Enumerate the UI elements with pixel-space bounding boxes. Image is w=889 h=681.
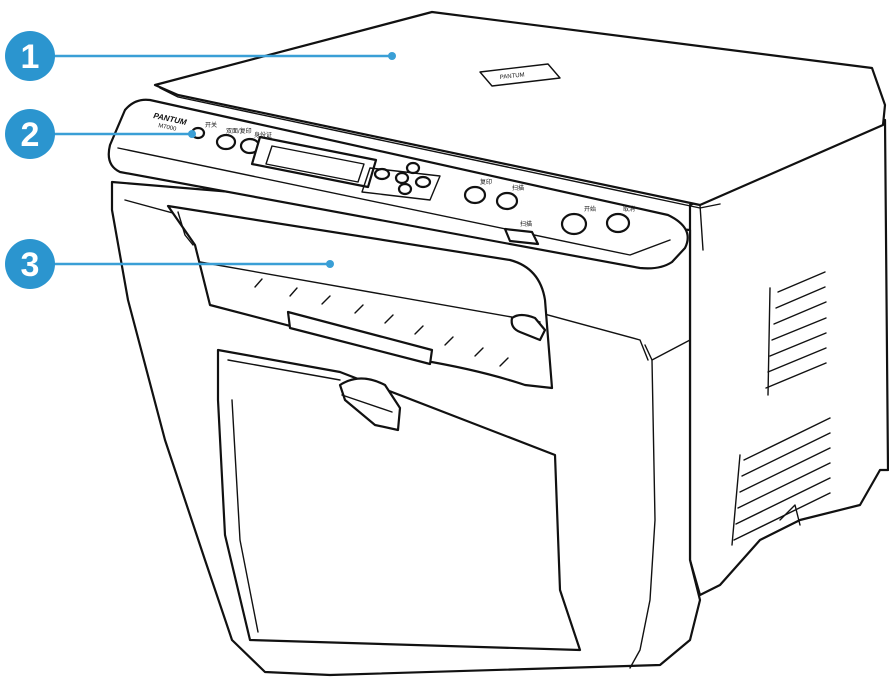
callout-2-dot: [188, 130, 196, 138]
scan-label: 扫描: [512, 184, 524, 192]
lcd-screen: [265, 145, 365, 183]
duplex-copy-button[interactable]: [215, 133, 237, 151]
output-tray-extender[interactable]: [286, 310, 434, 366]
tray-ribs: [254, 278, 509, 367]
callout-1-dot: [388, 52, 396, 60]
scan-lid-label: 扫描: [520, 220, 532, 228]
paper-tray-door[interactable]: [216, 348, 582, 652]
power-label: 开关: [205, 121, 217, 129]
callout-2: 2: [5, 109, 196, 159]
lid-logo-badge: PANTUM: [479, 63, 561, 87]
nav-cluster: [361, 161, 441, 201]
paper-tray-handle-grip: [341, 394, 393, 413]
duplex-copy-label: 双面/复印: [226, 127, 252, 135]
lcd-bezel: [250, 135, 378, 189]
output-tray-lip: [177, 211, 194, 246]
callout-3-dot: [326, 260, 334, 268]
paper-tray-door-side: [231, 399, 259, 633]
ok-button[interactable]: [394, 171, 410, 185]
panel-model: M7000: [158, 123, 178, 133]
callout-3-badge: [5, 239, 55, 289]
lid-logo-text: PANTUM: [500, 72, 525, 81]
lid-side-edge: [699, 204, 704, 251]
scanner-lid: [153, 10, 887, 207]
callout-3: 3: [5, 239, 334, 289]
front-corner-edge: [629, 344, 656, 669]
copy-button[interactable]: [463, 185, 487, 205]
lid-front-edge: [159, 87, 721, 209]
callout-1-badge: [5, 31, 55, 81]
paper-tray-door-inner: [227, 359, 341, 381]
callout-2-number: 2: [21, 116, 40, 154]
start-label: 开始: [584, 205, 596, 213]
scanner-lid-tab[interactable]: [503, 227, 540, 246]
output-tray-stopper[interactable]: [510, 313, 547, 342]
scan-button[interactable]: [495, 191, 519, 211]
control-panel-edge: [117, 147, 671, 256]
side-vents-lower: [731, 417, 831, 546]
front-side-seam: [651, 339, 691, 361]
cancel-button[interactable]: [605, 212, 631, 234]
callout-1: 1: [5, 31, 396, 81]
start-button[interactable]: [560, 212, 588, 236]
callout-3-number: 3: [21, 246, 40, 284]
menu-button[interactable]: [373, 167, 391, 181]
callout-1-number: 1: [21, 38, 40, 76]
side-vents-upper: [765, 271, 827, 396]
copy-label: 复印: [480, 178, 492, 186]
output-tray-back-edge: [199, 261, 541, 323]
up-arrow-button[interactable]: [405, 161, 421, 175]
back-button[interactable]: [414, 175, 432, 189]
callout-2-badge: [5, 109, 55, 159]
id-card-label: 身份证: [254, 131, 272, 139]
down-arrow-button[interactable]: [397, 182, 413, 196]
cancel-label: 取消: [623, 205, 635, 213]
